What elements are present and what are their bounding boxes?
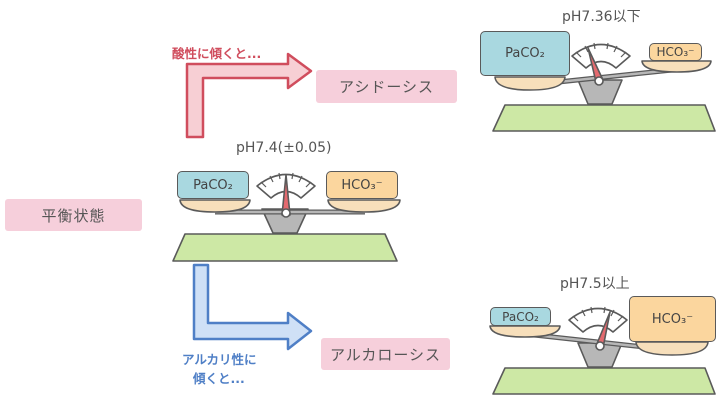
alkalosis-arrow-icon [192, 263, 313, 351]
alkalosis-label: アルカローシス [321, 338, 450, 370]
alk-caption-line2: 傾くと... [193, 371, 245, 386]
acidosis-scale-icon [492, 42, 716, 132]
acid-caption: 酸性に傾くと... [172, 46, 262, 61]
acid-pco2-box: PaCO₂ [480, 31, 570, 76]
acidosis-label: アシドーシス [316, 70, 457, 103]
alk-caption-line1: アルカリ性に [182, 352, 257, 367]
alkalosis-scale-icon [489, 306, 716, 395]
center-hco3-box: HCO₃⁻ [326, 171, 398, 199]
balanced-scale-icon [172, 172, 401, 262]
acid-ph-label: pH7.36以下 [562, 9, 641, 25]
acidosis-arrow-icon [185, 52, 313, 139]
equilibrium-label: 平衡状態 [5, 199, 142, 231]
alk-ph-label: pH7.5以上 [560, 276, 630, 292]
acid-hco3-box: HCO₃⁻ [649, 43, 702, 61]
alk-pco2-box: PaCO₂ [490, 307, 551, 326]
center-pco2-box: PaCO₂ [177, 171, 249, 199]
alk-hco3-box: HCO₃⁻ [629, 296, 716, 342]
center-ph-label: pH7.4(±0.05) [236, 140, 332, 156]
